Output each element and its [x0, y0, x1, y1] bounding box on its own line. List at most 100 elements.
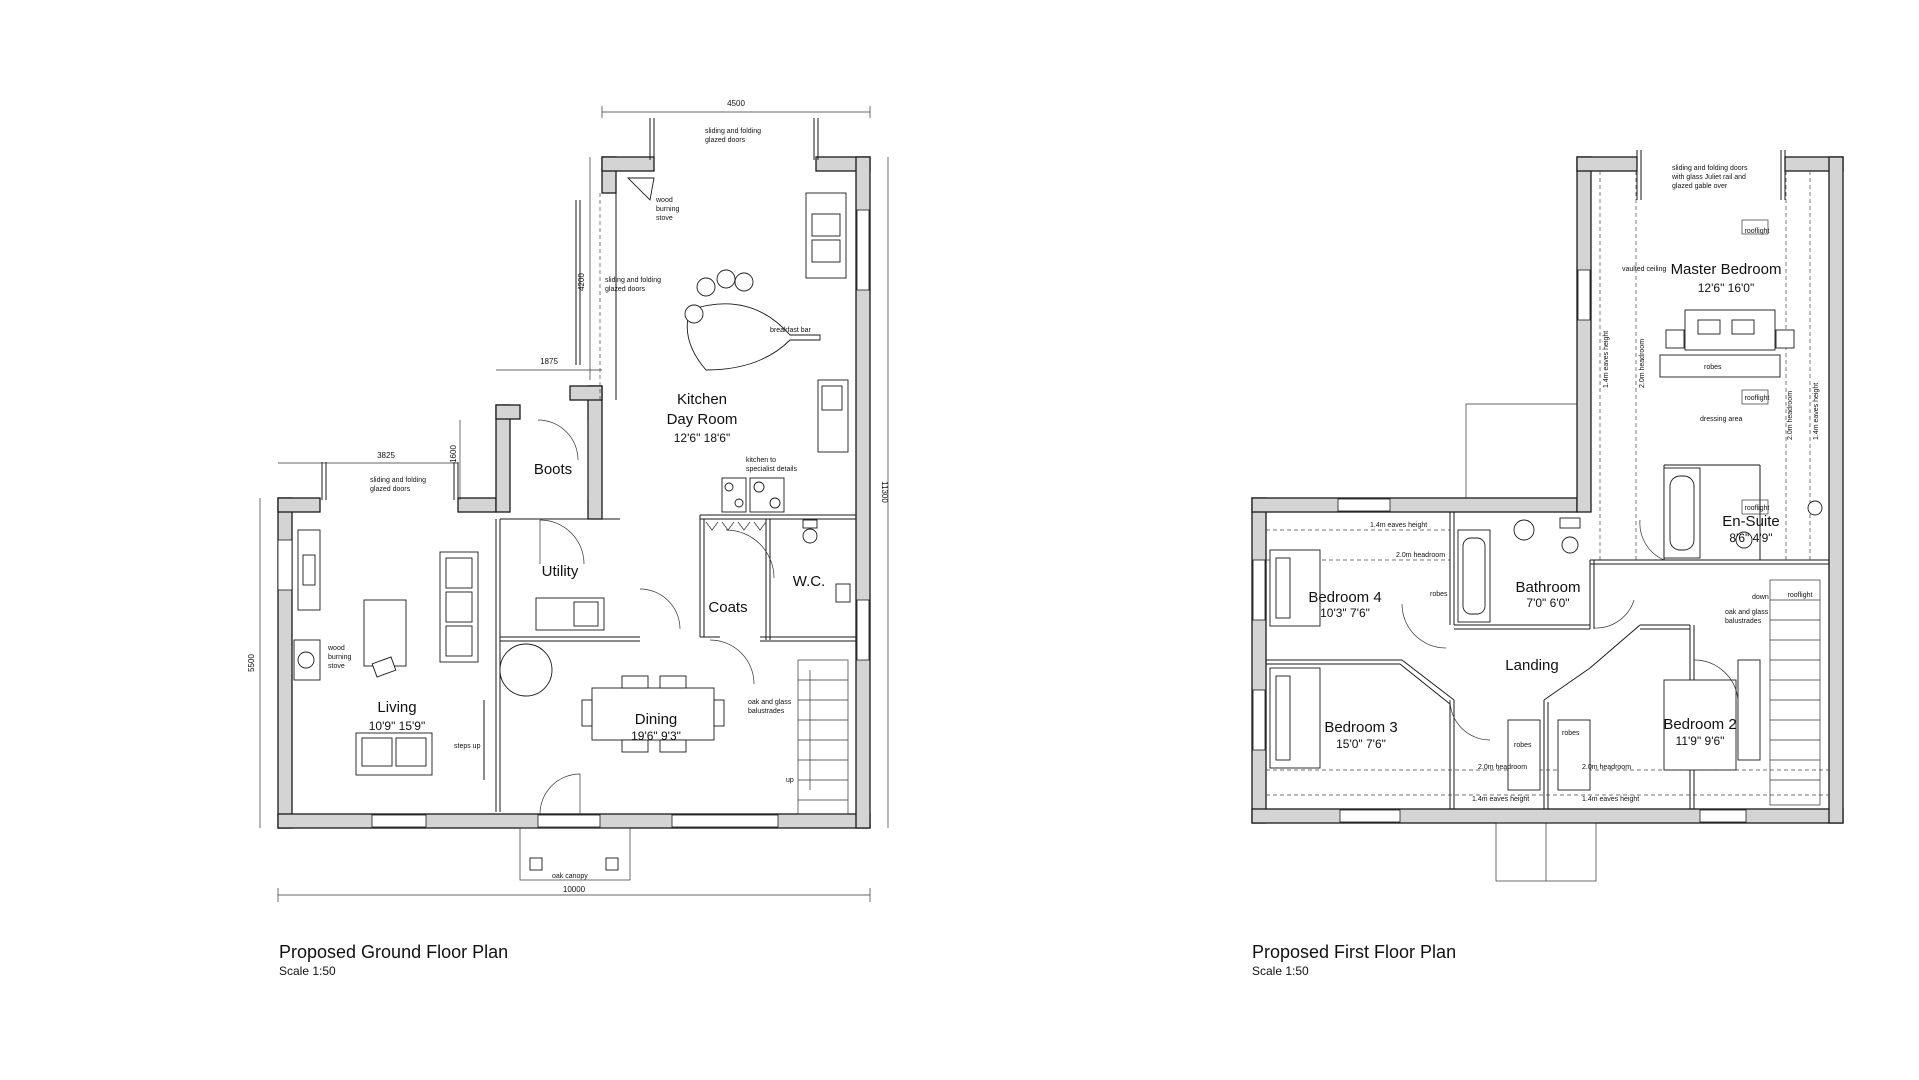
room-name: Boots — [534, 461, 572, 478]
room-dimensions: 10'3" 7'6" — [1320, 606, 1370, 620]
pillow — [1275, 557, 1291, 619]
sink-bowl — [821, 385, 843, 411]
door-swing — [1401, 603, 1447, 649]
room-dimensions: 10'9" 15'9" — [369, 719, 425, 733]
door-swing — [539, 773, 581, 815]
sofa-cushion — [395, 737, 427, 767]
hob — [749, 477, 785, 513]
room-name: Dining — [635, 711, 678, 728]
room-name: Landing — [1505, 657, 1558, 674]
window — [1339, 809, 1401, 823]
stove — [626, 177, 655, 201]
note: sliding and folding doors — [1672, 165, 1748, 172]
pillow — [1275, 675, 1291, 761]
door-swing — [1693, 659, 1739, 701]
note: balustrades — [748, 708, 785, 715]
chair — [659, 739, 687, 753]
wall-line — [1543, 667, 1591, 701]
wc-cistern — [1559, 517, 1581, 529]
window — [1252, 689, 1266, 751]
plan-title: Proposed Ground Floor Plan — [279, 942, 508, 962]
bedside-table — [1665, 329, 1685, 349]
note: up — [786, 777, 794, 784]
rooflight — [1741, 389, 1769, 405]
ground-dimension-lines — [259, 106, 889, 902]
ground-walls — [277, 156, 871, 829]
window — [671, 814, 779, 828]
wall — [1251, 497, 1578, 513]
note: glazed doors — [370, 486, 411, 493]
wall — [457, 497, 497, 513]
note: stove — [656, 215, 673, 222]
room-name: Bedroom 3 — [1324, 719, 1397, 736]
note: steps up — [454, 743, 481, 750]
note: glazed doors — [705, 137, 746, 144]
wall — [569, 385, 603, 401]
room-dimensions: 15'0" 7'6" — [1336, 737, 1386, 751]
note: sliding and folding — [705, 128, 761, 135]
ground-labels: Kitchen Day Room 12'6" 18'6" Boots Utili… — [247, 99, 889, 978]
robes — [1557, 719, 1591, 791]
note: 1.4m eaves height — [1582, 796, 1639, 803]
room-dimensions: 12'6" 18'6" — [674, 431, 730, 445]
ground-floor-plan: Kitchen Day Room 12'6" 18'6" Boots Utili… — [247, 99, 889, 978]
note: 2.0m headroom — [1787, 391, 1794, 440]
dimension: 3825 — [377, 451, 395, 460]
stool — [684, 304, 704, 324]
plan-title: Proposed First Floor Plan — [1252, 942, 1456, 962]
first-floor-plan: Master Bedroom 12'6" 16'0" En-Suite 8'6"… — [1251, 150, 1844, 978]
plan-scale: Scale 1:50 — [279, 964, 336, 978]
tv — [302, 554, 316, 586]
note: 2.0m headroom — [1639, 339, 1646, 388]
door-swing — [1593, 599, 1635, 629]
bed — [1663, 679, 1737, 771]
chair — [581, 699, 593, 727]
chair — [621, 739, 649, 753]
bathroom-fixtures — [1457, 517, 1581, 623]
plan-scale: Scale 1:50 — [1252, 964, 1309, 978]
sink-bowl — [573, 601, 599, 627]
dimension: 4200 — [577, 273, 586, 291]
stair-flight — [797, 659, 849, 815]
door-swing — [537, 419, 579, 461]
room-name: Day Room — [667, 411, 738, 428]
note: 2.0m headroom — [1396, 552, 1445, 559]
wc-pan — [1561, 536, 1579, 554]
note: 2.0m headroom — [1582, 764, 1631, 771]
room-dimensions: 7'0" 6'0" — [1526, 596, 1569, 610]
sofa-cushion — [811, 239, 841, 263]
first-walls — [1251, 156, 1844, 824]
wall — [277, 497, 321, 513]
door-swing — [725, 529, 775, 579]
sofa-cushion — [361, 737, 393, 767]
wc-pan — [1807, 500, 1823, 516]
first-doors — [1401, 519, 1739, 741]
note: rooflight — [1745, 505, 1770, 512]
kitchen-fixtures — [626, 177, 851, 603]
room-name: Utility — [542, 563, 579, 580]
room-dimensions: 12'6" 16'0" — [1698, 281, 1754, 295]
robes — [1659, 354, 1781, 378]
room-dimensions: 8'6" 4'9" — [1729, 531, 1772, 545]
pillow — [1697, 319, 1721, 335]
wall — [587, 385, 603, 520]
first-roof-outline — [1465, 403, 1597, 882]
bedside-table — [1775, 329, 1795, 349]
hob-ring — [724, 482, 734, 492]
note: rooflight — [1745, 228, 1770, 235]
dimension: 10000 — [563, 885, 586, 894]
pillow — [1731, 319, 1755, 335]
ensuite-fixtures — [1663, 467, 1823, 559]
note: wood — [327, 645, 345, 652]
note: burning — [656, 206, 679, 213]
window — [1577, 269, 1591, 321]
ground-doors — [537, 419, 775, 815]
dining-fixtures — [499, 643, 725, 753]
canopy-post — [605, 857, 619, 871]
hob-ring — [734, 498, 744, 508]
note: sliding and folding — [605, 277, 661, 284]
note: breakfast bar — [770, 327, 812, 334]
note: sliding and folding — [370, 477, 426, 484]
bedroom-fixtures — [1269, 549, 1761, 791]
master-fixtures — [1659, 219, 1795, 405]
